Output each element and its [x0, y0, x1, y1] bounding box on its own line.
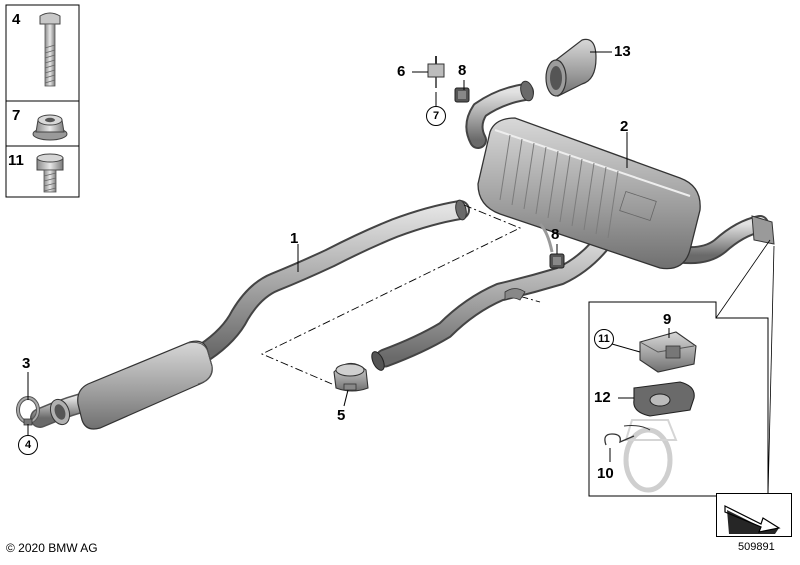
- circle-ref-7: 7: [426, 106, 446, 126]
- rubber-mount-8-middle: [538, 222, 565, 269]
- rear-silencer: [465, 80, 775, 270]
- pipe-clamp-5: [333, 362, 369, 392]
- part-label-3: 3: [22, 355, 31, 372]
- legend-label-screw: 11: [8, 152, 24, 169]
- fastener-legend: [5, 4, 80, 198]
- part-label-9: 9: [663, 311, 672, 328]
- holder-12: [633, 381, 695, 417]
- part-label-10: 10: [597, 465, 614, 482]
- part-label-5: 5: [337, 407, 346, 424]
- circle-ref-11: 11: [594, 329, 614, 349]
- flange-nut-icon: [32, 114, 68, 141]
- arrow-down-right-icon: [724, 505, 781, 534]
- part-label-13: 13: [614, 43, 631, 60]
- front-pipe-assembly: [30, 199, 470, 430]
- part-label-8-middle: 8: [551, 226, 560, 243]
- document-number: 509891: [738, 541, 775, 553]
- rubber-mount-8-top: [454, 87, 470, 103]
- retaining-ring-sketch: [623, 419, 678, 493]
- legend-label-nut: 7: [12, 107, 21, 124]
- part-label-12: 12: [594, 389, 611, 406]
- part-label-2: 2: [620, 118, 629, 135]
- copyright-text: © 2020 BMW AG: [6, 541, 98, 555]
- legend-label-bolt: 4: [12, 11, 21, 28]
- hanger-bracket-6: [427, 56, 445, 88]
- part-label-8-top: 8: [458, 62, 467, 79]
- navigate-next-button[interactable]: [716, 493, 792, 537]
- circle-ref-4: 4: [18, 435, 38, 455]
- silencer-ribs: [499, 134, 619, 239]
- part-label-6: 6: [397, 63, 406, 80]
- leader-lines: [27, 51, 670, 462]
- hex-screw-icon: [36, 153, 64, 193]
- spring-clip-10: [604, 425, 651, 446]
- tailpipe-trim: [545, 38, 597, 97]
- bracket-9: [639, 331, 697, 373]
- mounting-detail-inset: [588, 239, 775, 497]
- bolt-icon: [39, 12, 61, 87]
- intermediate-pipe: [371, 222, 620, 371]
- part-label-1: 1: [290, 230, 299, 247]
